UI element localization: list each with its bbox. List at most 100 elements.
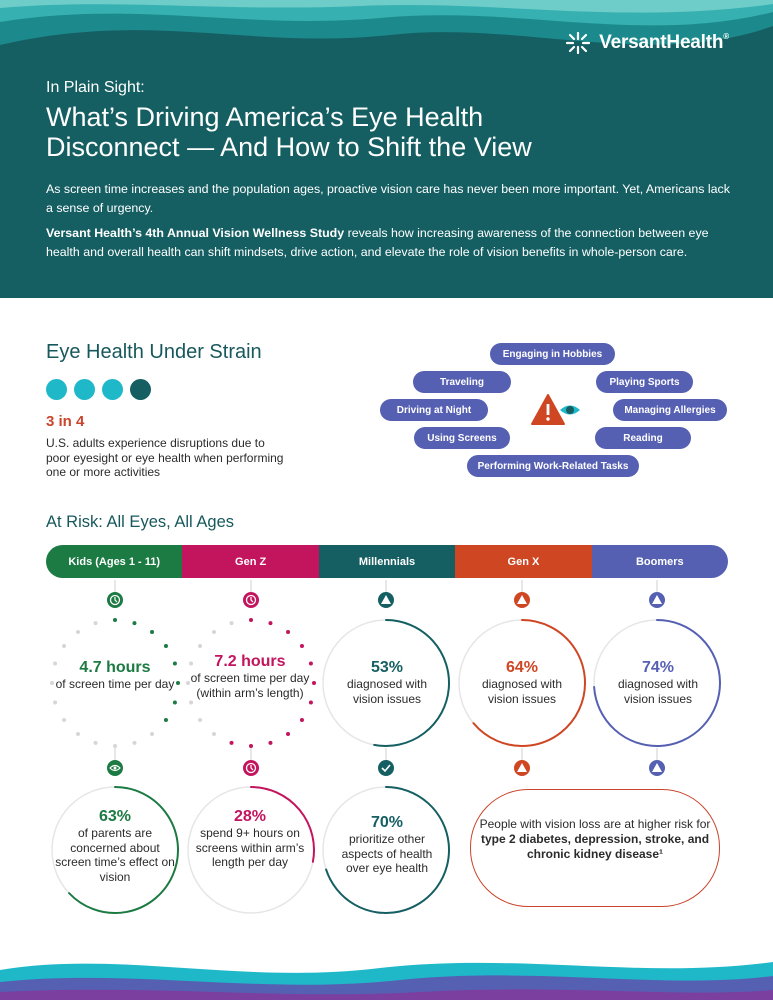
ring-progress	[325, 786, 450, 914]
clock-hand	[250, 597, 254, 603]
generation-bar: Kids (Ages 1 - 11) Gen Z Millennials Gen…	[46, 545, 728, 578]
ring-dot	[189, 700, 194, 705]
ring-dot-filled	[132, 621, 137, 626]
warning-icon	[652, 763, 662, 772]
ring-dot-filled	[268, 621, 273, 626]
stat-text: of screen time per day (within arm’s len…	[190, 671, 310, 700]
gen-boomers-segment: Boomers	[591, 545, 728, 578]
ring-dot	[150, 731, 155, 736]
risk-note-bold: type 2 diabetes, depression, stroke, and…	[480, 832, 710, 861]
ring-dot	[189, 661, 194, 666]
stat-value: 28%	[233, 808, 267, 825]
stat-value: 63%	[98, 808, 132, 825]
activity-pill: Traveling	[413, 371, 511, 393]
stat-text: diagnosed with vision issues	[346, 677, 428, 706]
strain-section-title: Eye Health Under Strain	[46, 341, 262, 363]
ring-progress	[472, 619, 586, 747]
ring-dot	[211, 630, 216, 635]
risk-note-text: People with vision loss are at higher ri…	[479, 817, 711, 831]
ring-dot-filled	[172, 700, 177, 705]
ring-progress	[373, 619, 450, 747]
clock-icon	[109, 594, 121, 606]
eyebrow-title: In Plain Sight:	[46, 79, 145, 96]
ring-dot-filled	[308, 661, 313, 666]
page-title: What’s Driving America’s Eye Health Disc…	[46, 102, 532, 162]
dot-empty	[130, 379, 151, 400]
activity-pill: Performing Work-Related Tasks	[467, 455, 639, 477]
ring-dot-filled	[229, 740, 234, 745]
hero-banner: VersantHealth® In Plain Sight: What’s Dr…	[0, 0, 773, 298]
clock-hand	[114, 597, 118, 603]
stat-text: diagnosed with vision issues	[617, 677, 699, 706]
ring-dot	[93, 740, 98, 745]
ring-dot	[62, 718, 67, 723]
kids-parents-stat: 63%of parents are concerned about screen…	[52, 807, 178, 884]
activity-pill: Managing Allergies	[613, 399, 727, 421]
ring-progress	[593, 619, 721, 747]
dot-filled	[74, 379, 95, 400]
stat-value: 4.7 hours	[79, 659, 151, 676]
risk-note: People with vision loss are at higher ri…	[470, 817, 720, 862]
activity-pill: Reading	[595, 427, 691, 449]
ring-dot	[198, 643, 203, 648]
ring-dot-filled	[299, 643, 304, 648]
versant-logo: VersantHealth®	[563, 30, 729, 56]
stat-text: spend 9+ hours on screens within arm’s l…	[195, 826, 305, 869]
ring-dot-filled	[286, 731, 291, 736]
stat-text: of parents are concerned about screen ti…	[55, 826, 175, 884]
ring-progress	[68, 786, 179, 914]
stat-text: prioritize other aspects of health over …	[341, 832, 433, 875]
ring-dot	[53, 700, 58, 705]
ring-dot-filled	[312, 681, 316, 685]
dot-filled	[46, 379, 67, 400]
stat-text: of screen time per day	[55, 677, 175, 691]
clock-hand	[250, 765, 254, 771]
wave-background	[0, 0, 773, 45]
ring-dot	[75, 731, 80, 736]
ring-dot	[211, 731, 216, 736]
ring-dot	[62, 643, 67, 648]
ring-dot	[198, 718, 203, 723]
ring-dot-filled	[163, 643, 168, 648]
ring-dot-filled	[150, 630, 155, 635]
dot-filled	[102, 379, 123, 400]
strain-description: U.S. adults experience disruptions due t…	[46, 436, 284, 479]
intro-paragraph: As screen time increases and the populat…	[46, 182, 730, 215]
boomers-diagnosed-stat: 74%diagnosed with vision issues	[603, 658, 713, 706]
activity-pill: Engaging in Hobbies	[490, 343, 615, 365]
gen-x-segment: Gen X	[455, 545, 592, 578]
genx-diagnosed-stat: 64%diagnosed with vision issues	[467, 658, 577, 706]
ring-dot-filled	[299, 718, 304, 723]
clock-icon	[245, 762, 257, 774]
ring-dot-filled	[308, 700, 313, 705]
activity-pill: Using Screens	[414, 427, 510, 449]
activity-pill: Driving at Night	[380, 399, 488, 421]
risk-section-title: At Risk: All Eyes, All Ages	[46, 513, 234, 531]
stat-value: 70%	[370, 814, 404, 831]
eye-icon	[109, 764, 121, 772]
ring-dot	[229, 621, 234, 626]
ring-dot-filled	[163, 718, 168, 723]
strain-stat: 3 in 4	[46, 413, 85, 430]
ring-dot	[53, 661, 58, 666]
ring-dot	[132, 740, 137, 745]
stat-value: 7.2 hours	[214, 653, 286, 670]
ring-dot	[113, 744, 117, 748]
ring-dot-filled	[113, 618, 117, 622]
ring-dot	[50, 681, 54, 685]
risk-note-box	[470, 789, 720, 907]
logo-text: VersantHealth	[599, 32, 724, 53]
millennials-priority-stat: 70%prioritize other aspects of health ov…	[330, 813, 444, 876]
ring-dot-filled	[176, 681, 180, 685]
study-name: Versant Health’s 4th Annual Vision Welln…	[46, 226, 345, 240]
eye-pupil	[113, 766, 117, 770]
ring-dot	[93, 621, 98, 626]
warning-icon	[517, 595, 527, 604]
ring-dot-filled	[286, 630, 291, 635]
check-marker	[378, 760, 394, 776]
warning-icon	[517, 763, 527, 772]
clock-icon	[245, 594, 257, 606]
stat-rings	[50, 580, 721, 914]
